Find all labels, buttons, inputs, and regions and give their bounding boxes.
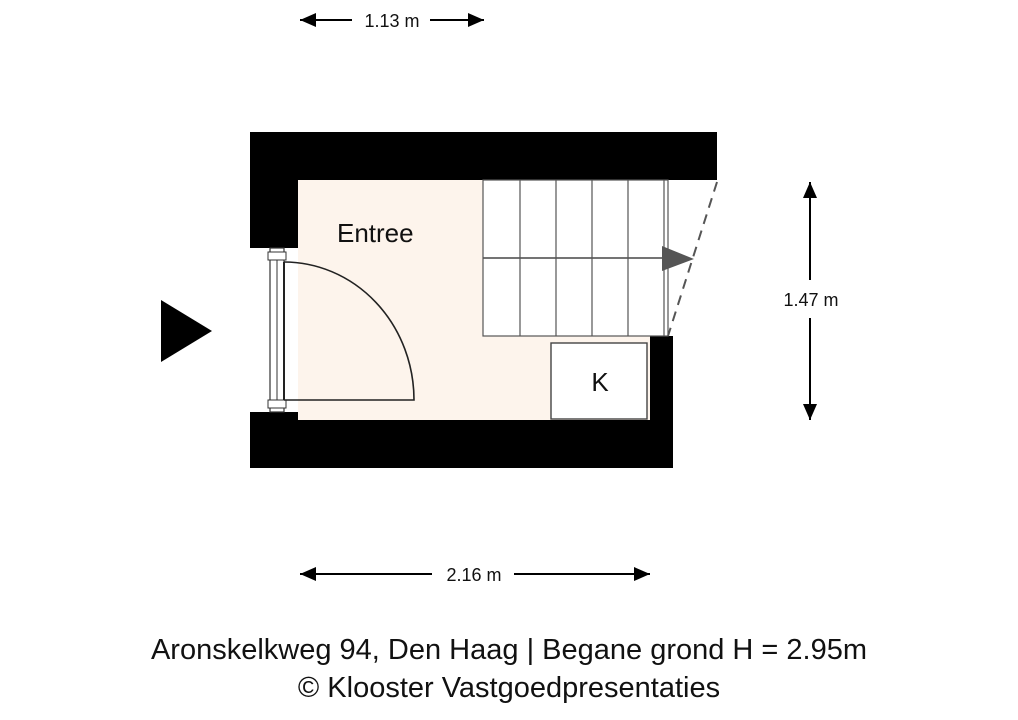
wall-bottom [250, 420, 673, 468]
wall-top [250, 132, 717, 180]
dimension-right: 1.47 m [783, 182, 839, 420]
wall-right [650, 336, 673, 420]
dimension-top-label: 1.13 m [364, 11, 419, 31]
cupboard [550, 342, 648, 420]
staircase [482, 179, 718, 337]
caption-address: Aronskelkweg 94, Den Haag | Begane grond… [150, 634, 868, 666]
caption-copyright: © Klooster Vastgoedpresentaties [297, 672, 721, 704]
wall-left-lower [250, 412, 298, 420]
dimension-right-label: 1.47 m [783, 290, 838, 310]
dimension-bottom-label: 2.16 m [446, 565, 501, 585]
room-label-cupboard: K [591, 367, 609, 397]
floor-plan: Entree K 1.13 m 1.47 m 2.16 m [161, 11, 839, 585]
front-door [267, 247, 415, 413]
dimension-bottom: 2.16 m [300, 565, 650, 585]
wall-left-upper [250, 180, 298, 248]
entrance-arrow [161, 300, 212, 362]
room-label-entree: Entree [337, 218, 414, 248]
dimension-top: 1.13 m [300, 11, 484, 31]
